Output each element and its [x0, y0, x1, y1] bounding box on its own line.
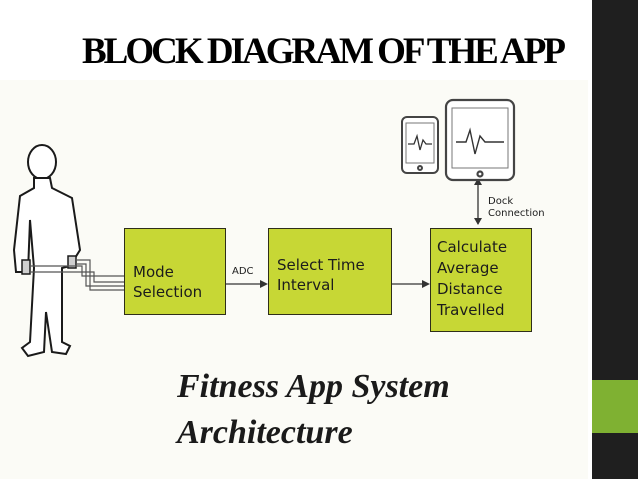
- slide-title: BLOCK DIAGRAM OF THE APP: [82, 31, 566, 72]
- calculate-distance-box: Calculate Average Distance Travelled: [430, 228, 532, 332]
- calculate-label-line-3: Distance: [437, 280, 503, 298]
- select-time-label-line-1: Select Time: [277, 256, 365, 274]
- calculate-label-line-4: Travelled: [437, 301, 505, 319]
- mode-selection-box: Mode Selection: [124, 228, 226, 315]
- sensor-wires: [30, 259, 124, 291]
- caption-line-2: Architecture: [177, 414, 353, 451]
- tablet-icon: [444, 98, 516, 182]
- arrow-heads: [260, 178, 482, 288]
- caption-line-1: Fitness App System: [177, 368, 450, 405]
- adc-label: ADC: [232, 266, 254, 277]
- calculate-label-line-1: Calculate: [437, 238, 508, 256]
- select-time-label-line-2: Interval: [277, 276, 335, 294]
- slide-accent-bar: [592, 380, 638, 433]
- person-figure: [12, 144, 82, 358]
- dock-label-line-1: Dock: [488, 196, 514, 207]
- flow-arrows: [224, 180, 479, 285]
- person-hand-left: [21, 259, 31, 275]
- calculate-label-line-2: Average: [437, 259, 499, 277]
- dock-label-line-2: Connection: [488, 208, 545, 219]
- phone-icon: [401, 116, 439, 174]
- block-diagram-lines: [12, 98, 516, 358]
- mode-selection-label-line-1: Mode: [133, 263, 174, 281]
- select-time-interval-box: Select Time Interval: [268, 228, 392, 315]
- person-hand-right: [67, 255, 77, 269]
- mode-selection-label-line-2: Selection: [133, 283, 203, 301]
